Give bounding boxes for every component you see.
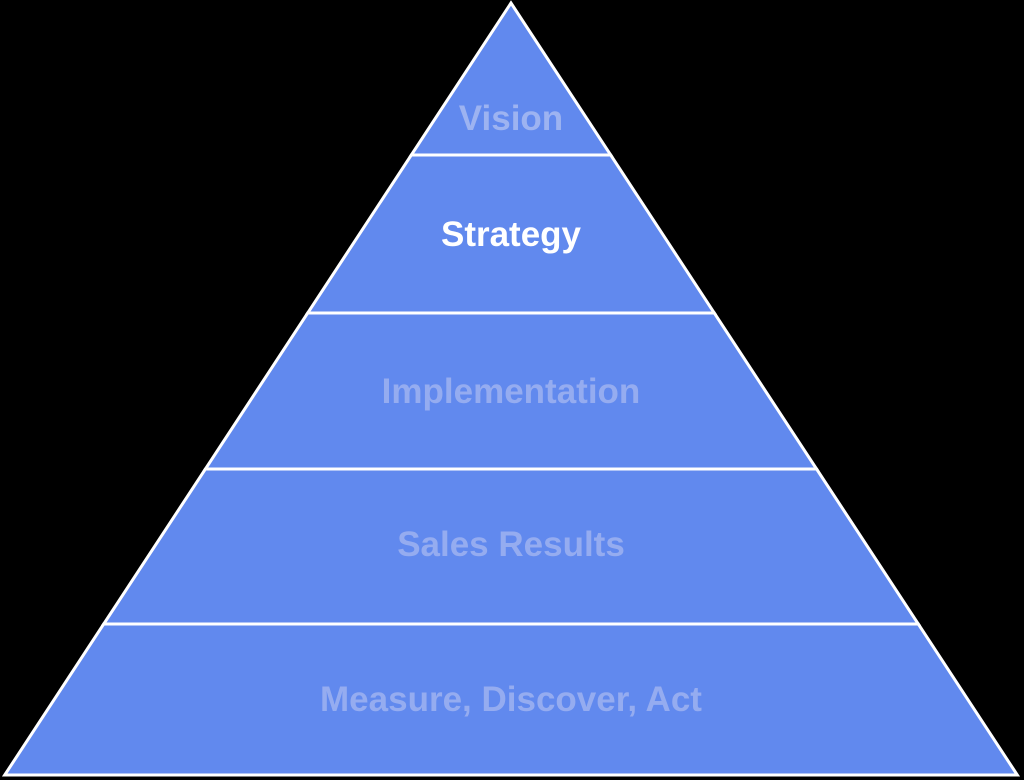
- pyramid-level-strategy-label: Strategy: [441, 215, 582, 254]
- pyramid-level-measure-shape: [1, 622, 1021, 777]
- pyramid-level-sales-results-label: Sales Results: [397, 525, 625, 564]
- pyramid-level-measure-label: Measure, Discover, Act: [320, 680, 702, 719]
- pyramid-level-vision-label: Vision: [459, 99, 563, 138]
- pyramid-level-implementation-label: Implementation: [382, 372, 641, 411]
